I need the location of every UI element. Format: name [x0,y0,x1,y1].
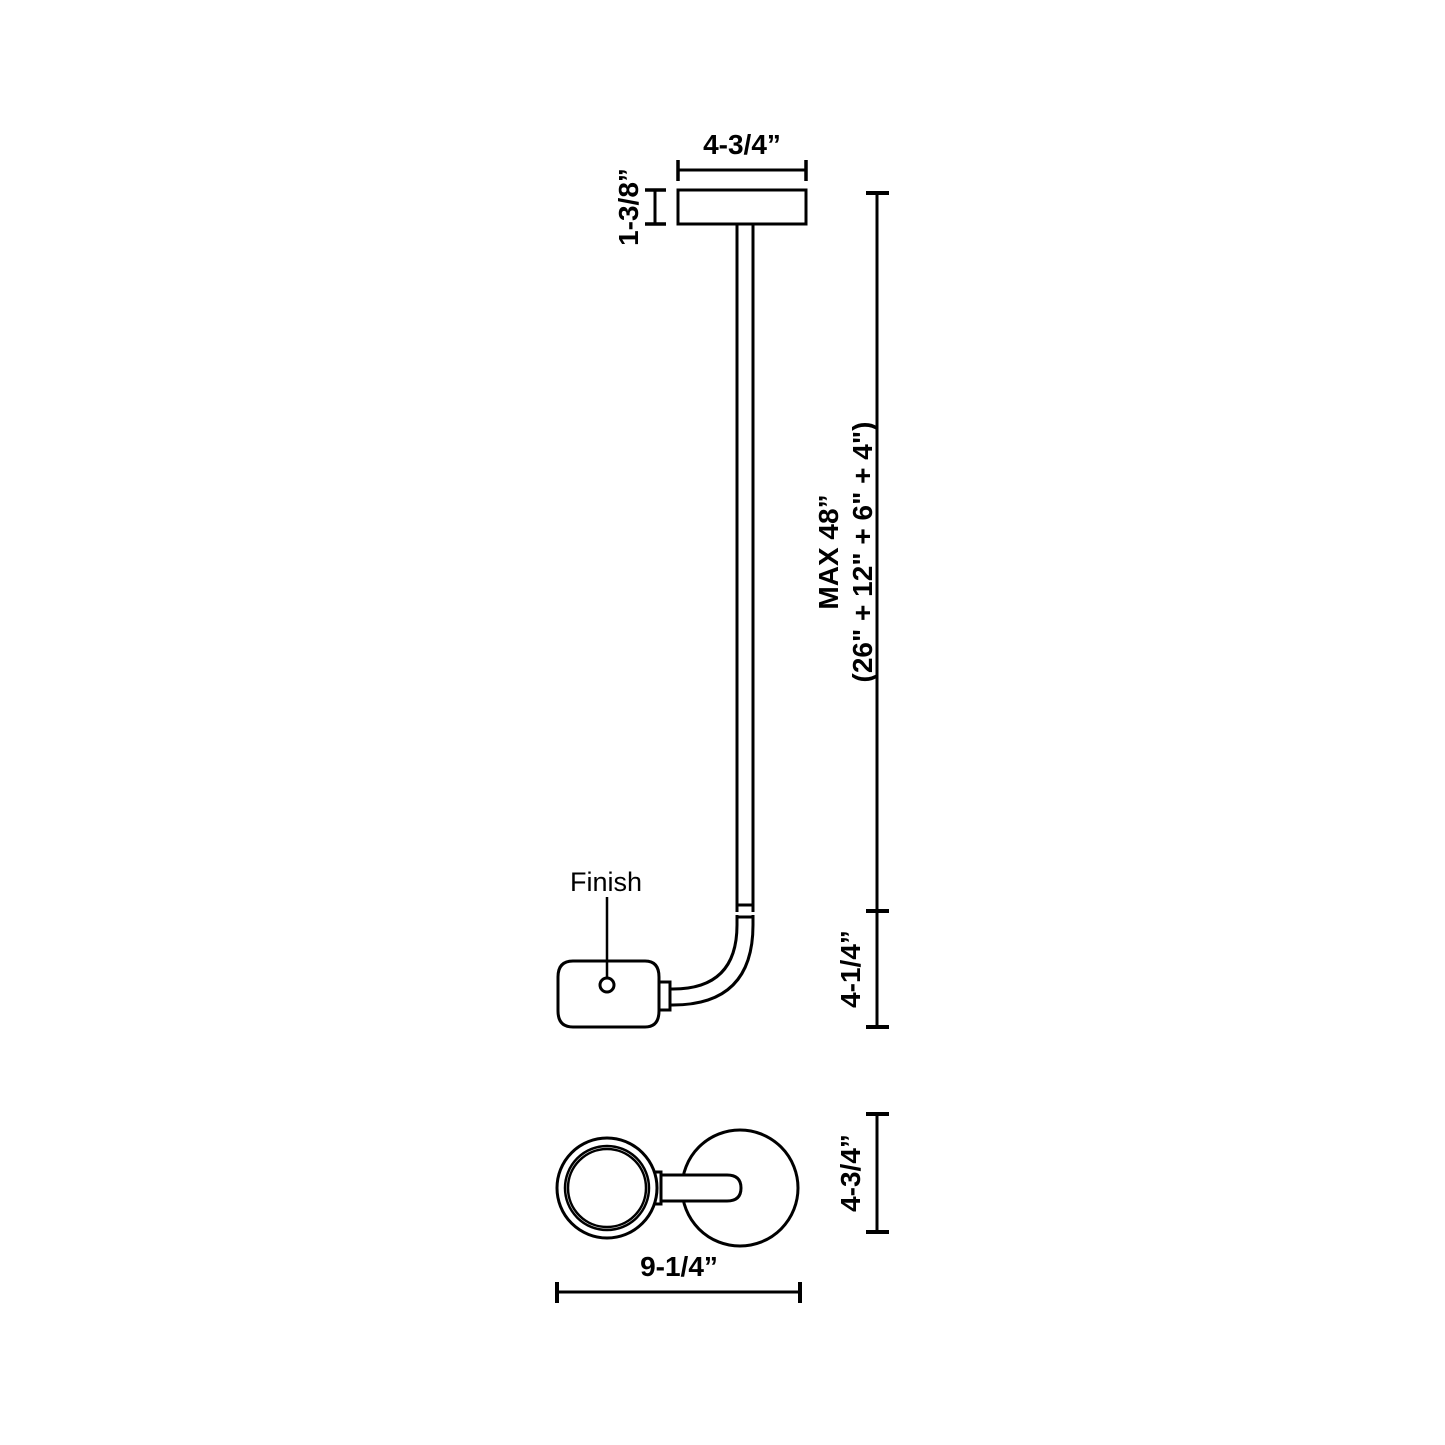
finish-marker-circle [598,976,616,994]
canopy-width-label: 4-3/4” [703,129,781,160]
lamp-head-body [556,959,661,1029]
arm-bend-inner [667,915,739,991]
canopy-plate [676,188,808,226]
plan-arm-slot [645,1173,743,1203]
plan-head-inner-ring [566,1147,648,1229]
elevation-view: Finish [556,188,808,1029]
plan-head-outer-ring [555,1136,659,1240]
arm-bend-outer [667,915,755,1007]
plan-head-middle-ring [563,1144,651,1232]
plan-width-label: 9-1/4” [640,1251,718,1282]
elevation-dimensions: 4-3/4” 1-3/8” MAX 48” (26" + 12" + 6" + … [613,129,889,1029]
plan-dimensions: 4-3/4” 9-1/4” [555,1112,889,1303]
head-drop-label: 4-1/4” [835,930,866,1008]
stem-max-length-label-line2: (26" + 12" + 6" + 4") [847,422,878,683]
canopy-height-label: 1-3/8” [613,168,644,246]
stem-max-length-label-line1: MAX 48” [813,494,844,609]
finish-label: Finish [570,867,642,897]
plan-view [555,1128,800,1248]
plan-depth-label: 4-3/4” [835,1134,866,1212]
